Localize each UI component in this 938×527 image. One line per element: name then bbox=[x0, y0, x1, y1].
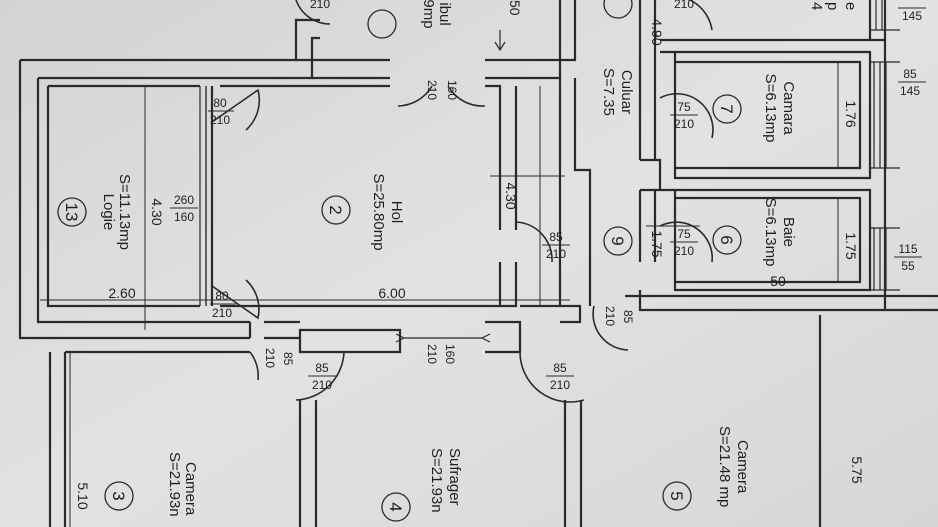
opening-85-9-top: 85 bbox=[549, 230, 563, 244]
opening-80a-bottom: 210 bbox=[210, 113, 230, 127]
room-4-name: Sufrager bbox=[446, 448, 463, 506]
culuar-area: S=7.35 bbox=[600, 68, 617, 116]
opening-210-top-a: 210 bbox=[310, 0, 330, 11]
room-circle-4 bbox=[381, 492, 411, 522]
opening-145-top: 145 bbox=[902, 9, 922, 23]
room-circle-9 bbox=[603, 226, 633, 256]
room-6-area: S=6.13mp bbox=[762, 198, 779, 267]
room-6-name: Baie bbox=[780, 217, 797, 247]
room-circle-7 bbox=[712, 94, 742, 124]
dim-510: 5.10 bbox=[75, 482, 91, 509]
dim-150: 50 bbox=[770, 273, 786, 289]
room-circle-top-mid bbox=[603, 0, 633, 19]
room-5-area: S=21.48 mp bbox=[716, 426, 733, 507]
opening-75-7-bottom: 210 bbox=[674, 117, 694, 131]
opening-85-b-top: 85 bbox=[315, 361, 329, 375]
dim-430-mid: 4.30 bbox=[503, 182, 519, 209]
opening-115-55-top: 115 bbox=[898, 242, 917, 256]
room-circle-5 bbox=[662, 481, 692, 511]
room-circle-3 bbox=[104, 481, 134, 511]
culuar-name: Culuar bbox=[618, 70, 635, 114]
opening-85-c-bottom: 210 bbox=[550, 378, 570, 392]
opening-80b-top: 80 bbox=[215, 289, 229, 303]
dim-575: 5.75 bbox=[849, 456, 865, 483]
opening-160-bot-num: 160 bbox=[443, 344, 457, 364]
room-7-name: Camara bbox=[780, 81, 797, 135]
opening-85-a-top: 85 bbox=[281, 352, 295, 366]
room-2-area: S=25.80mp bbox=[370, 173, 387, 250]
dim-175-mid: 1.75 bbox=[649, 230, 665, 257]
dim-600: 6.00 bbox=[378, 285, 405, 301]
dimension-values: 4.30 2.60 6.00 4.30 4.90 1.76 1.75 1.75 … bbox=[75, 0, 865, 510]
opening-85-b-bottom: 210 bbox=[312, 378, 332, 392]
vestibul-name: ibul bbox=[436, 2, 453, 25]
opening-85-r-top: 85 bbox=[621, 310, 635, 324]
opening-75-6-top: 75 bbox=[677, 227, 691, 241]
door-arcs bbox=[211, 0, 714, 403]
room-number-6: 6 bbox=[717, 235, 736, 244]
room-circle-top-left bbox=[367, 9, 397, 39]
opening-260-bottom: 160 bbox=[174, 210, 194, 224]
dim-260: 2.60 bbox=[108, 285, 135, 301]
opening-85-145-top: 85 bbox=[903, 67, 917, 81]
dim-176: 1.76 bbox=[843, 100, 859, 127]
room-13-area: S=11.13mp bbox=[116, 174, 133, 250]
room-2-name: Hol bbox=[388, 201, 405, 224]
dim-top-cut: 50 bbox=[507, 0, 523, 16]
opening-75-7-top: 75 bbox=[677, 100, 691, 114]
dim-175-baie: 1.75 bbox=[843, 232, 859, 259]
room-number-5: 5 bbox=[667, 491, 686, 500]
opening-85-145-bottom: 145 bbox=[900, 84, 920, 98]
room-numbers: 13 2 9 7 6 3 4 5 bbox=[57, 0, 742, 522]
opening-260-top: 260 bbox=[174, 193, 194, 207]
opening-80a-top: 80 bbox=[213, 96, 227, 110]
dim-430-left: 4.30 bbox=[149, 198, 165, 225]
opening-160-top-num: 160 bbox=[445, 80, 459, 100]
opening-85-r-bottom: 210 bbox=[603, 306, 617, 326]
opening-85-a-bottom: 210 bbox=[263, 348, 277, 368]
room-4-area: S=21.93n bbox=[428, 448, 445, 513]
opening-85-9-bottom: 210 bbox=[546, 247, 566, 261]
opening-80b-bottom: 210 bbox=[212, 306, 232, 320]
dim-490: 4.90 bbox=[649, 18, 665, 45]
room-number-2: 2 bbox=[326, 205, 345, 214]
room-number-7: 7 bbox=[717, 104, 736, 113]
room-number-13: 13 bbox=[62, 203, 81, 222]
opening-210-top-b: 210 bbox=[674, 0, 694, 11]
room-13-name: Logie bbox=[100, 194, 117, 231]
room-number-3: 3 bbox=[109, 491, 128, 500]
opening-75-6-bottom: 210 bbox=[674, 244, 694, 258]
room-number-9: 9 bbox=[608, 236, 627, 245]
room-7-area: S=6.13mp bbox=[762, 74, 779, 143]
top-right-label-1: e bbox=[842, 2, 859, 10]
room-3-area: S=21.93n bbox=[166, 452, 183, 517]
opening-160-top-den: 210 bbox=[425, 80, 439, 100]
room-labels: Logie S=11.13mp Hol S=25.80mp Culuar S=7… bbox=[100, 0, 859, 517]
opening-85-c-top: 85 bbox=[553, 361, 567, 375]
top-right-label-2: p bbox=[824, 2, 841, 10]
room-circle-13 bbox=[57, 197, 87, 227]
top-right-label-3: 4 bbox=[808, 2, 825, 10]
vestibul-area: 9mp bbox=[420, 0, 437, 29]
opening-160-bot-den: 210 bbox=[425, 344, 439, 364]
room-5-name: Camera bbox=[734, 440, 751, 494]
room-circle-2 bbox=[321, 195, 351, 225]
room-circle-6 bbox=[712, 225, 742, 255]
opening-labels: 210 210 80 210 80 210 260 160 160 210 16… bbox=[170, 0, 926, 392]
room-3-name: Camera bbox=[182, 462, 199, 516]
room-number-4: 4 bbox=[386, 502, 405, 511]
opening-115-55-bottom: 55 bbox=[901, 259, 915, 273]
